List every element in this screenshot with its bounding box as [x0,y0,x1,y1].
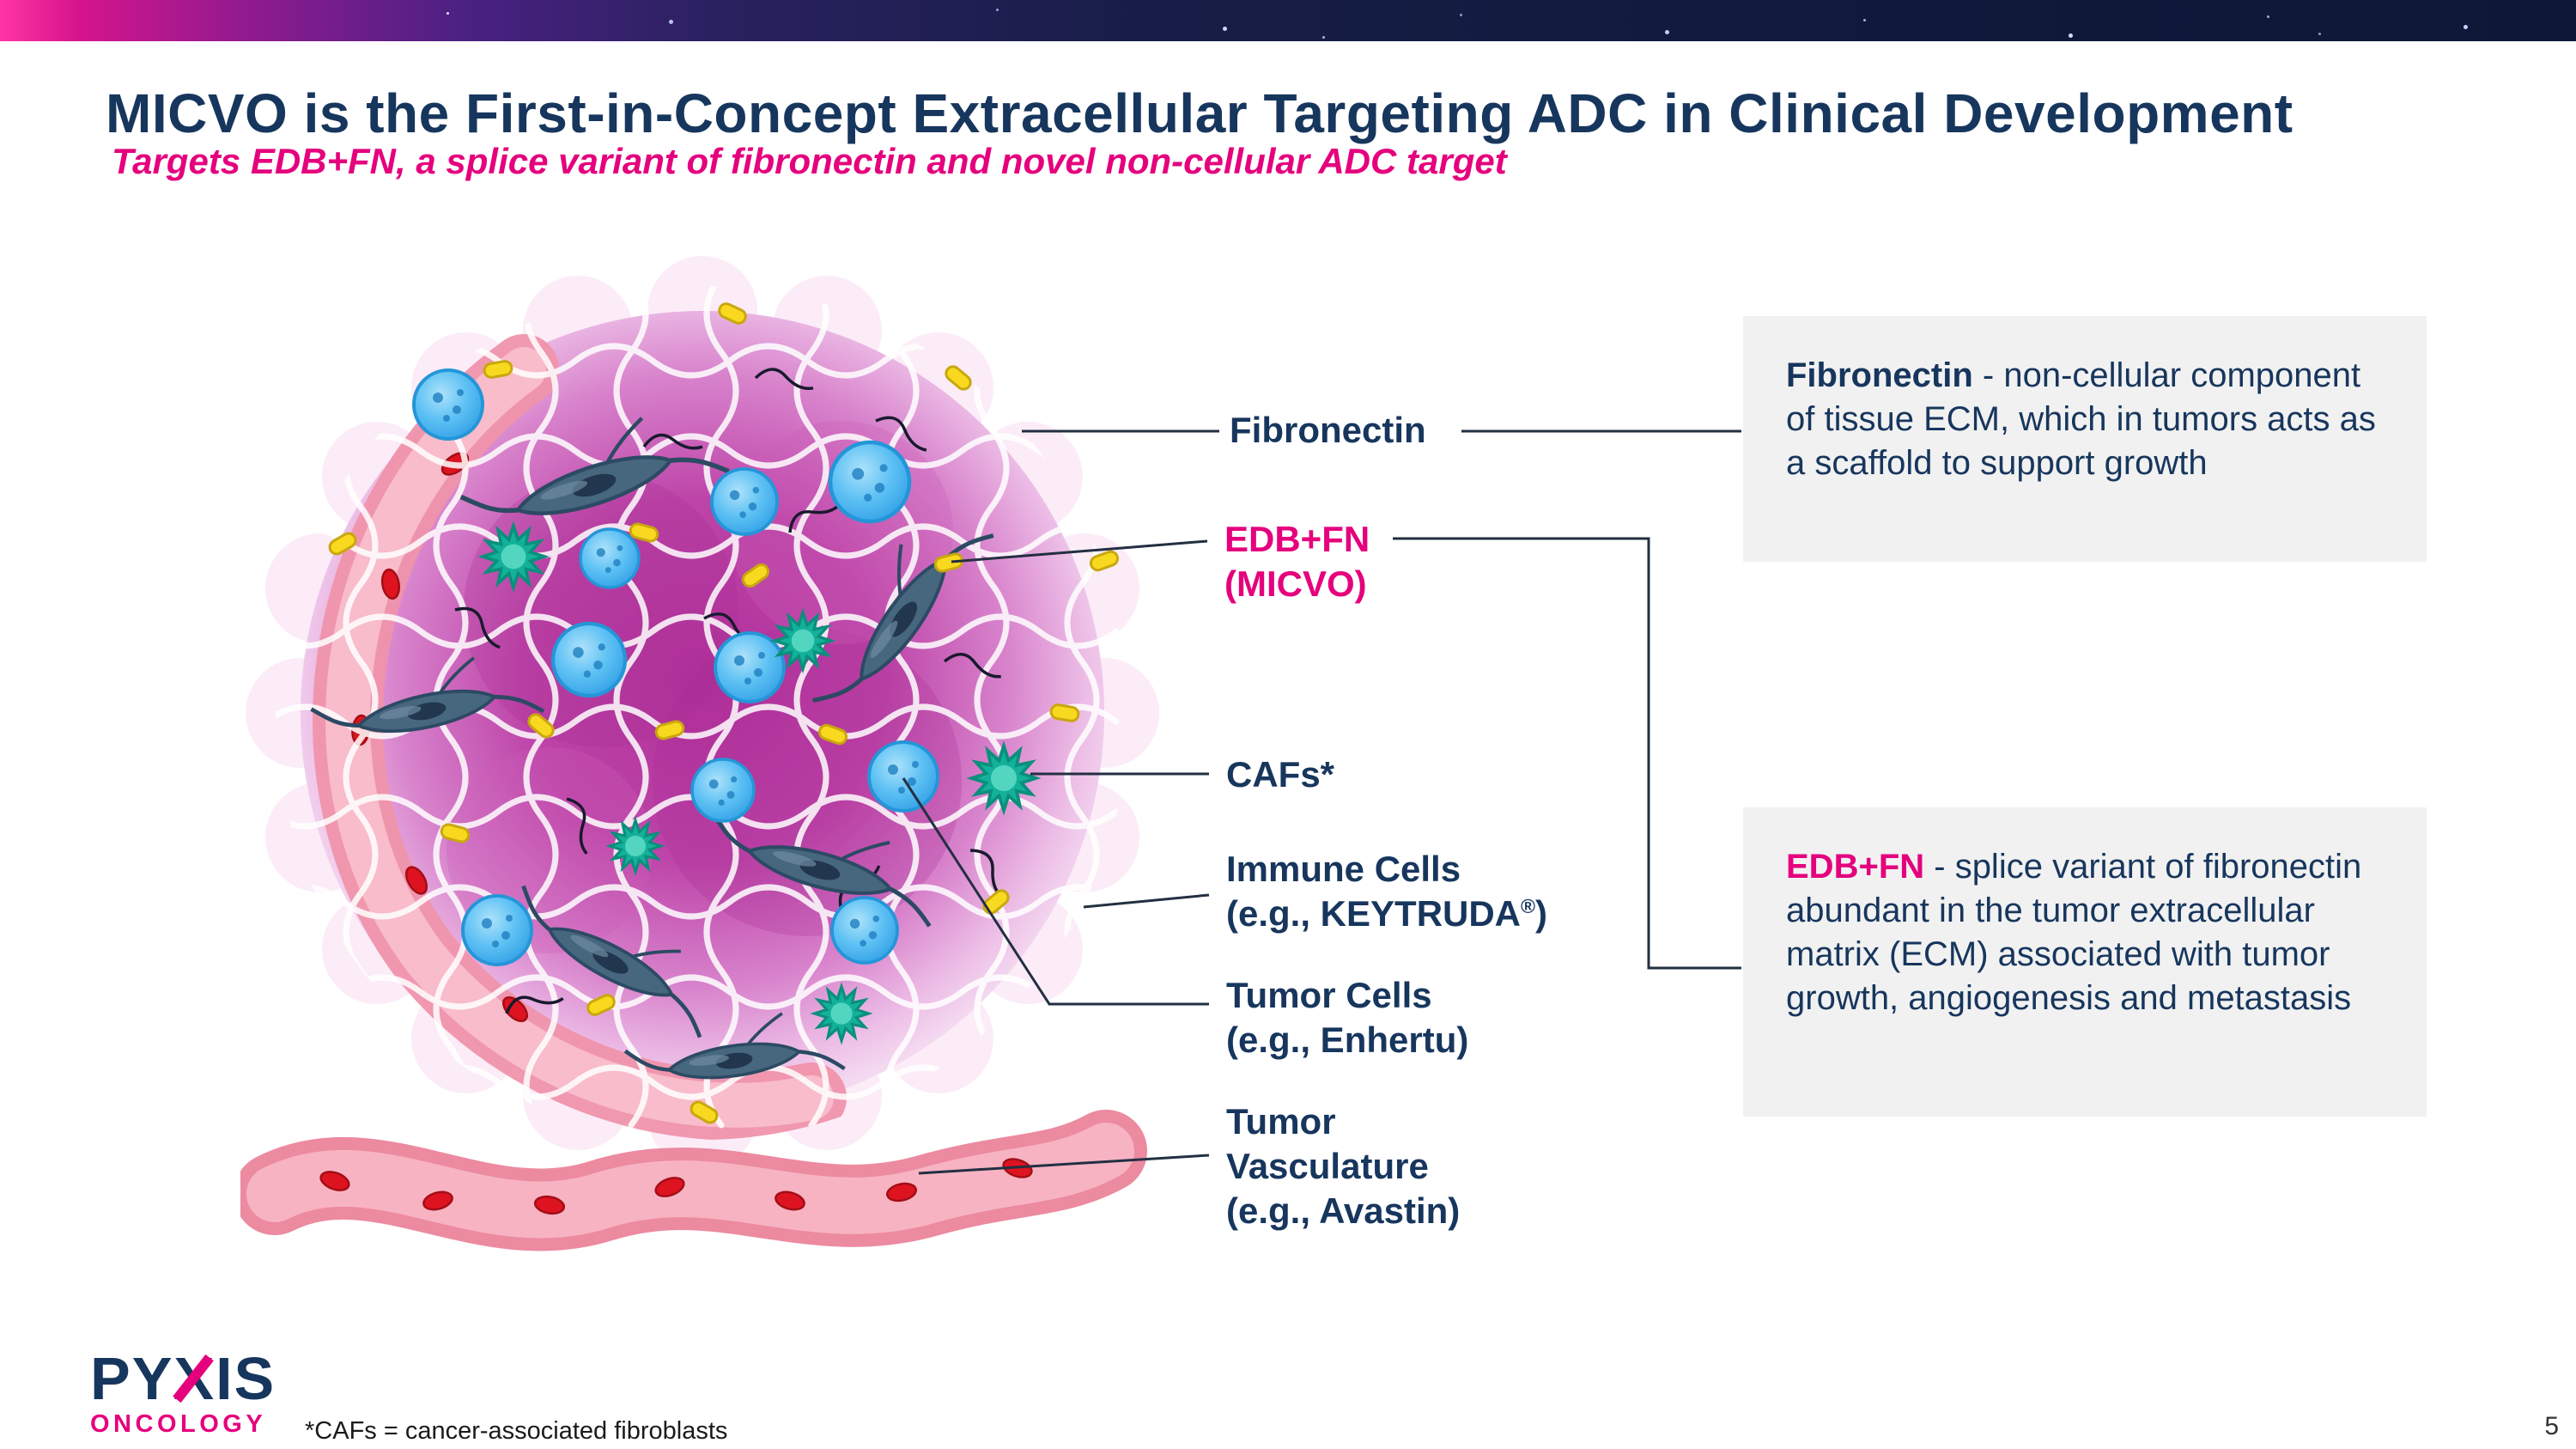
label-immune-cells-line1: Immune Cells [1226,849,1461,889]
callout-fibronectin: Fibronectin - non-cellular component of … [1743,316,2427,562]
label-edb-fn: EDB+FN (MICVO) [1224,517,1370,606]
logo-subtext: ONCOLOGY [90,1410,267,1438]
callout-edb-fn-term: EDB+FN [1786,848,1925,886]
label-edb-fn-line1: EDB+FN [1224,519,1370,559]
label-tumor-cells-line2: (e.g., Enhertu) [1226,1020,1469,1060]
label-immune-cells-line2-close: ) [1535,893,1548,934]
label-tumor-cells: Tumor Cells (e.g., Enhertu) [1226,973,1468,1062]
top-banner [0,0,2576,41]
label-fibronectin: Fibronectin [1230,410,1426,450]
pyxis-oncology-logo: PYXIS ONCOLOGY [90,1345,276,1439]
logo-brand-text: PYXIS [90,1345,276,1412]
page-title: MICVO is the First-in-Concept Extracellu… [106,82,2293,144]
callout-edb-fn-description: - splice variant of fibronectin abundant… [1786,848,2362,1017]
callout-edb-fn: EDB+FN - splice variant of fibronectin a… [1743,807,2427,1117]
callout-fibronectin-description: - non-cellular component of tissue ECM, … [1786,356,2376,482]
logo-letters-is: IS [216,1345,276,1412]
label-immune-cells: Immune Cells (e.g., KEYTRUDA®) [1226,847,1547,936]
tumor-vasculature-vessel [240,1110,1147,1251]
label-immune-cells-line2: (e.g., KEYTRUDA®) [1226,892,1547,936]
logo-letter-x: X [173,1349,216,1409]
callout-fibronectin-term: Fibronectin [1786,356,1973,394]
page-subtitle: Targets EDB+FN, a splice variant of fibr… [112,141,1507,181]
label-cafs: CAFs* [1226,754,1335,795]
label-edb-fn-line2: (MICVO) [1224,563,1367,604]
label-immune-cells-line2-text: (e.g., KEYTRUDA [1226,893,1522,934]
tumor-microenvironment-illustration [240,256,1159,1251]
label-tumor-vasculature-line2: Vasculature [1226,1146,1429,1186]
label-tumor-vasculature-line3: (e.g., Avastin) [1226,1190,1461,1231]
registered-mark: ® [1521,895,1536,917]
label-tumor-vasculature-line1: Tumor [1226,1101,1336,1142]
footnote: *CAFs = cancer-associated fibroblasts [305,1417,728,1445]
label-tumor-cells-line1: Tumor Cells [1226,975,1432,1015]
label-tumor-vasculature: Tumor Vasculature (e.g., Avastin) [1226,1099,1460,1233]
logo-letters-py: PY [90,1345,174,1412]
page-number: 5 [2544,1412,2559,1440]
